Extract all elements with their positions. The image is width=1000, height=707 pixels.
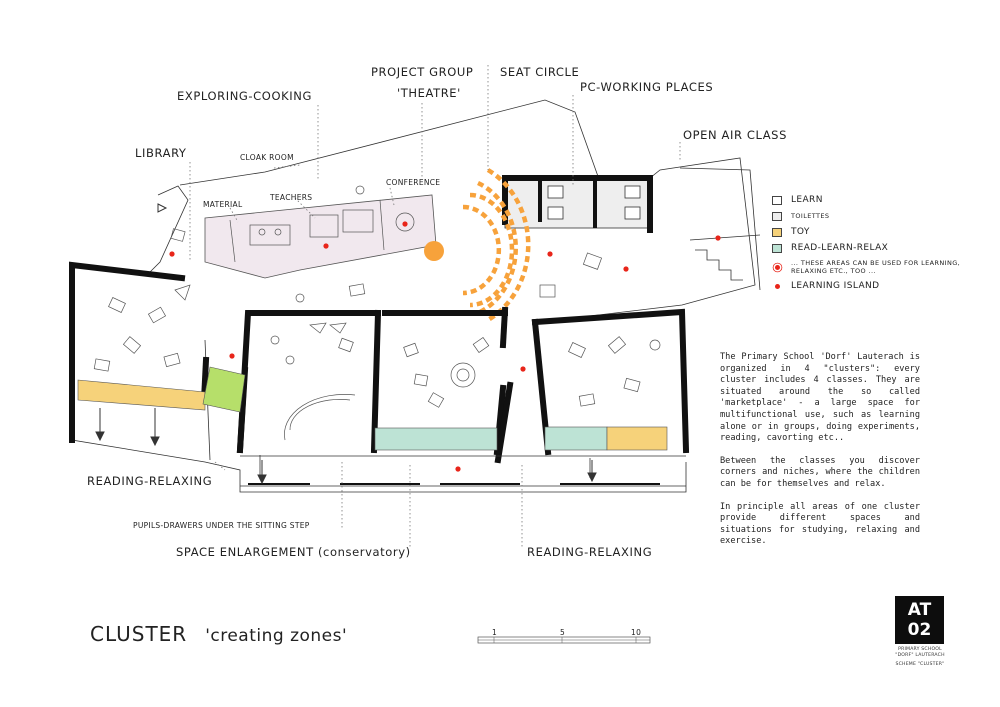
seat-circle-center	[424, 241, 444, 261]
learning-island	[520, 366, 526, 372]
legend-label: ... THESE AREAS CAN BE USED FOR LEARNING…	[791, 259, 961, 275]
legend-item: ... THESE AREAS CAN BE USED FOR LEARNING…	[772, 256, 972, 278]
label-exploring-cooking: EXPLORING-COOKING	[177, 89, 312, 103]
classroom-walls	[69, 261, 690, 464]
label-material: MATERIAL	[203, 200, 243, 209]
learning-island	[402, 221, 408, 227]
label-pupils-drawers: PUPILS-DRAWERS UNDER THE SITTING STEP	[133, 521, 310, 530]
leader-lines	[189, 65, 681, 548]
toilettes-block	[502, 175, 653, 233]
green-niche	[202, 366, 246, 413]
learning-island	[169, 251, 175, 257]
legend-swatch	[772, 211, 782, 221]
legend-swatch	[772, 243, 782, 253]
label-teachers: TEACHERS	[269, 193, 312, 202]
label-conference: CONFERENCE	[386, 178, 440, 187]
badge-meta-line-1: PRIMARY SCHOOL	[898, 647, 942, 652]
learning-islands	[169, 221, 721, 472]
description-paragraph-1: The Primary School 'Dorf' Lauterach is o…	[720, 352, 920, 444]
legend-dot	[775, 283, 780, 289]
classroom-furniture	[93, 185, 661, 441]
label-cloak-room: CLOAK ROOM	[240, 153, 294, 162]
toy-zone-left	[77, 379, 206, 411]
direction-arrows	[95, 203, 597, 485]
badge-meta-line-2: "DORF" LAUTERACH	[895, 653, 945, 658]
label-reading-relaxing-left: READING-RELAXING	[87, 474, 212, 488]
legend-label: TOILETTES	[791, 212, 830, 220]
badge-line-1: AT	[907, 600, 932, 620]
read-relax-zone-right	[544, 426, 608, 451]
legend-label: TOY	[791, 227, 810, 237]
learning-island	[229, 353, 235, 359]
staff-furniture	[229, 199, 415, 263]
legend-item: TOY	[772, 224, 972, 240]
staff-area	[204, 194, 437, 279]
legend-item: READ-LEARN-RELAX	[772, 240, 972, 256]
label-project-group: PROJECT GROUP	[371, 65, 473, 79]
label-reading-relaxing-right: READING-RELAXING	[527, 545, 652, 559]
description-paragraph-3: In principle all areas of one cluster pr…	[720, 501, 920, 547]
legend-label: LEARNING ISLAND	[791, 281, 880, 291]
badge-line-2: 02	[907, 620, 932, 640]
label-pc-working: PC-WORKING PLACES	[580, 80, 713, 94]
legend-dot-outline	[775, 264, 780, 270]
scale-tick-5: 5	[560, 628, 565, 637]
scale-tick-10: 10	[631, 628, 641, 637]
page-title-main: CLUSTER	[90, 622, 188, 646]
description-text: The Primary School 'Dorf' Lauterach is o…	[720, 352, 920, 559]
legend-swatch	[772, 195, 782, 205]
label-seat-circle: SEAT CIRCLE	[500, 65, 579, 79]
legend-label: READ-LEARN-RELAX	[791, 243, 889, 253]
scale-bar: 1 5 10	[477, 628, 651, 644]
learning-island	[323, 243, 329, 249]
conservatory-strip	[240, 455, 686, 487]
page-title-sub: 'creating zones'	[205, 626, 348, 646]
sheet-badge: AT 02	[895, 596, 944, 644]
label-library: LIBRARY	[135, 146, 187, 160]
badge-meta-line-3: SCHEME "CLUSTER"	[895, 662, 945, 667]
learning-island	[623, 266, 629, 272]
label-space-enlargement: SPACE ENLARGEMENT (conservatory)	[176, 545, 411, 559]
read-relax-zone-center	[374, 427, 498, 451]
legend-item: LEARNING ISLAND	[772, 278, 972, 294]
learning-island	[715, 235, 721, 241]
learning-island	[547, 251, 553, 257]
toy-zone-right	[606, 426, 668, 451]
legend: LEARN TOILETTES TOY READ-LEARN-RELAX ... THE…	[772, 192, 972, 294]
seat-circle	[462, 168, 531, 322]
page-title: CLUSTER 'creating zones'	[90, 622, 347, 646]
label-theatre: 'THEATRE'	[397, 86, 461, 100]
legend-item: LEARN	[772, 192, 972, 208]
learning-island	[455, 466, 461, 472]
legend-swatch	[772, 227, 782, 237]
legend-label: LEARN	[791, 195, 823, 205]
badge-meta: PRIMARY SCHOOL "DORF" LAUTERACH SCHEME "…	[888, 647, 952, 668]
legend-item: TOILETTES	[772, 208, 972, 224]
description-paragraph-2: Between the classes you discover corners…	[720, 455, 920, 489]
label-open-air-class: OPEN AIR CLASS	[683, 128, 787, 142]
scale-tick-1: 1	[492, 628, 497, 637]
